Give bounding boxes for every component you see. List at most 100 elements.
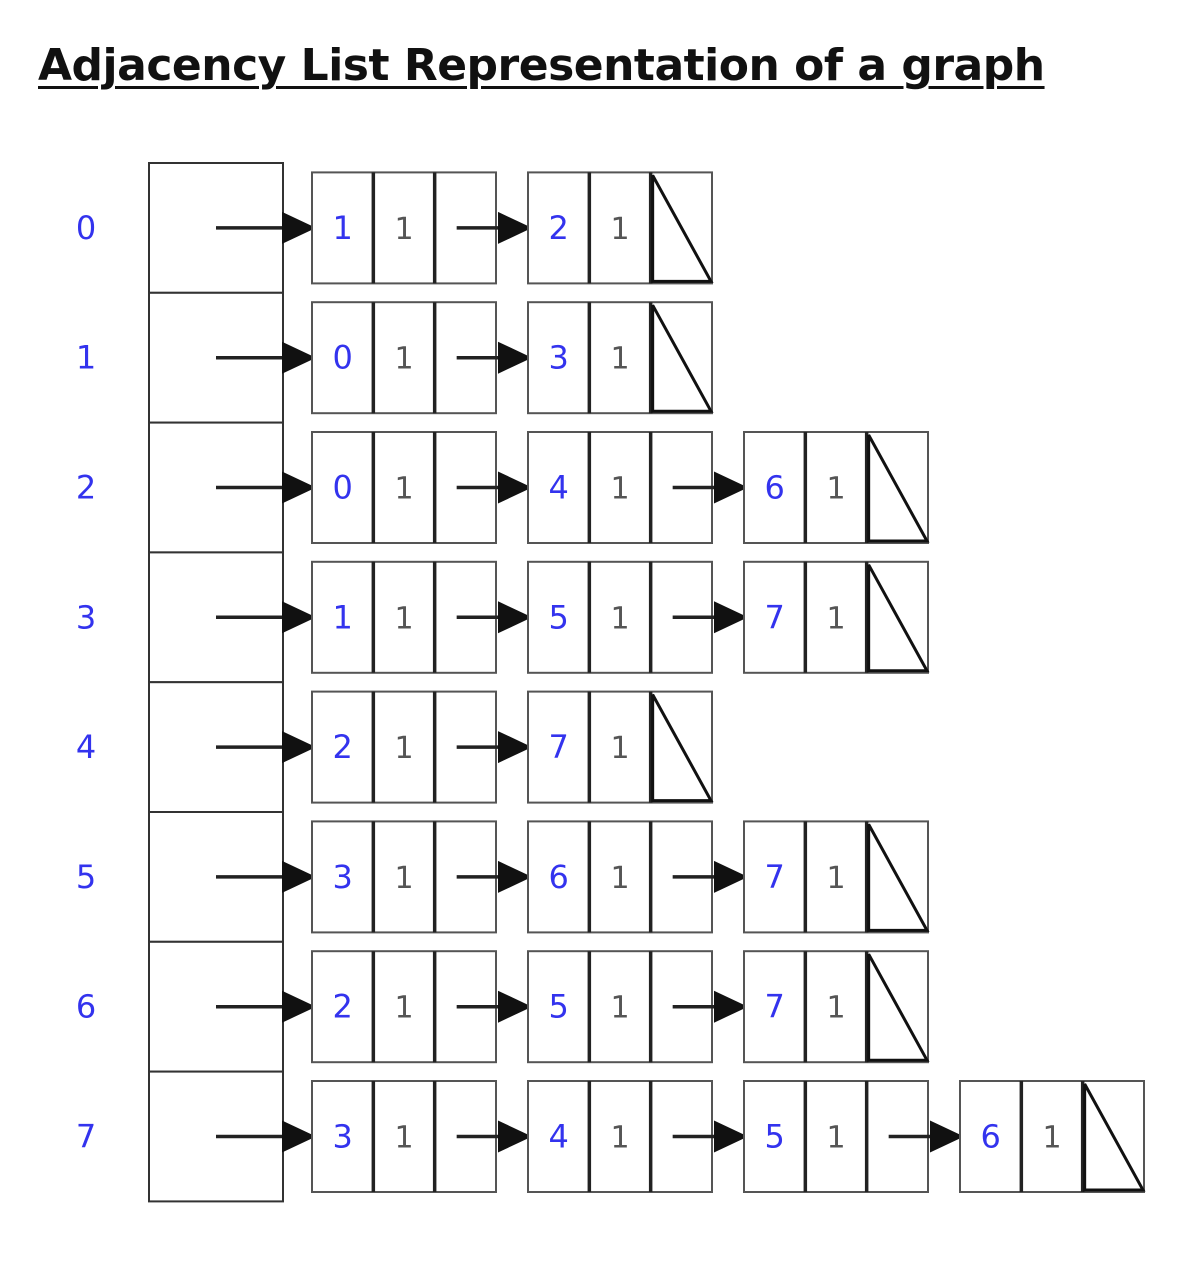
node-weight-value: 1	[394, 472, 413, 507]
next-pointer-arrow	[888, 1120, 964, 1153]
arrow-head	[282, 990, 316, 1023]
node-vertex-value: 2	[548, 209, 568, 247]
arrow-head	[282, 1120, 316, 1153]
node-vertex-value: 4	[548, 469, 568, 507]
arrow-head	[714, 990, 748, 1023]
head-pointer-arrow	[216, 1120, 316, 1153]
null-pointer-mark	[1083, 1083, 1146, 1192]
next-pointer-arrow	[672, 990, 748, 1023]
arrow-head	[498, 471, 532, 504]
null-pointer-mark	[651, 174, 714, 283]
head-pointer-arrow	[216, 731, 316, 764]
next-pointer-arrow	[456, 731, 532, 764]
node-weight-value: 1	[610, 731, 629, 766]
null-pointer-mark	[867, 823, 930, 932]
next-pointer-arrow	[456, 601, 532, 634]
node-weight-value: 1	[394, 601, 413, 636]
node-vertex-value: 2	[332, 728, 352, 766]
node-weight-value: 1	[1042, 1121, 1061, 1156]
head-pointer-arrow	[216, 860, 316, 893]
node-weight-value: 1	[394, 731, 413, 766]
arrow-head	[282, 471, 316, 504]
arrow-head	[714, 471, 748, 504]
arrow-head	[282, 211, 316, 244]
diagram-title: Adjacency List Representation of a graph	[38, 40, 1045, 91]
node-weight-value: 1	[826, 601, 845, 636]
head-pointer-arrow	[216, 211, 316, 244]
node-weight-value: 1	[826, 1121, 845, 1156]
vertex-index-label: 6	[76, 988, 96, 1026]
node-vertex-value: 3	[332, 1118, 352, 1156]
vertex-index-label: 3	[76, 598, 96, 636]
arrow-head	[498, 341, 532, 374]
node-weight-value: 1	[826, 861, 845, 896]
node-vertex-value: 5	[764, 1118, 784, 1156]
node-vertex-value: 5	[548, 988, 568, 1026]
arrow-head	[714, 601, 748, 634]
node-weight-value: 1	[610, 601, 629, 636]
next-pointer-arrow	[456, 341, 532, 374]
node-weight-value: 1	[610, 342, 629, 377]
next-pointer-arrow	[456, 211, 532, 244]
next-pointer-arrow	[672, 471, 748, 504]
node-vertex-value: 1	[332, 209, 352, 247]
next-pointer-arrow	[672, 1120, 748, 1153]
null-pointer-mark	[867, 564, 930, 673]
vertex-index-label: 1	[76, 339, 96, 377]
arrow-head	[498, 211, 532, 244]
head-pointer-arrow	[216, 471, 316, 504]
node-vertex-value: 1	[332, 598, 352, 636]
arrow-head	[498, 1120, 532, 1153]
node-weight-value: 1	[610, 212, 629, 247]
arrow-head	[930, 1120, 964, 1153]
node-vertex-value: 7	[764, 598, 784, 636]
null-pointer-mark	[651, 304, 714, 413]
node-vertex-value: 0	[332, 339, 352, 377]
head-pointer-arrow	[216, 990, 316, 1023]
arrow-head	[282, 860, 316, 893]
node-vertex-value: 6	[548, 858, 568, 896]
arrow-head	[498, 990, 532, 1023]
node-vertex-value: 7	[548, 728, 568, 766]
node-weight-value: 1	[610, 861, 629, 896]
arrow-head	[714, 860, 748, 893]
node-weight-value: 1	[610, 472, 629, 507]
next-pointer-arrow	[456, 860, 532, 893]
node-weight-value: 1	[394, 861, 413, 896]
vertex-index-label: 4	[76, 728, 96, 766]
node-weight-value: 1	[610, 991, 629, 1026]
node-vertex-value: 4	[548, 1118, 568, 1156]
next-pointer-arrow	[456, 471, 532, 504]
node-vertex-value: 6	[764, 469, 784, 507]
node-vertex-value: 3	[548, 339, 568, 377]
vertex-index-label: 7	[76, 1118, 96, 1156]
node-weight-value: 1	[610, 1121, 629, 1156]
head-pointer-arrow	[216, 601, 316, 634]
next-pointer-arrow	[672, 601, 748, 634]
node-vertex-value: 7	[764, 988, 784, 1026]
node-weight-value: 1	[394, 991, 413, 1026]
